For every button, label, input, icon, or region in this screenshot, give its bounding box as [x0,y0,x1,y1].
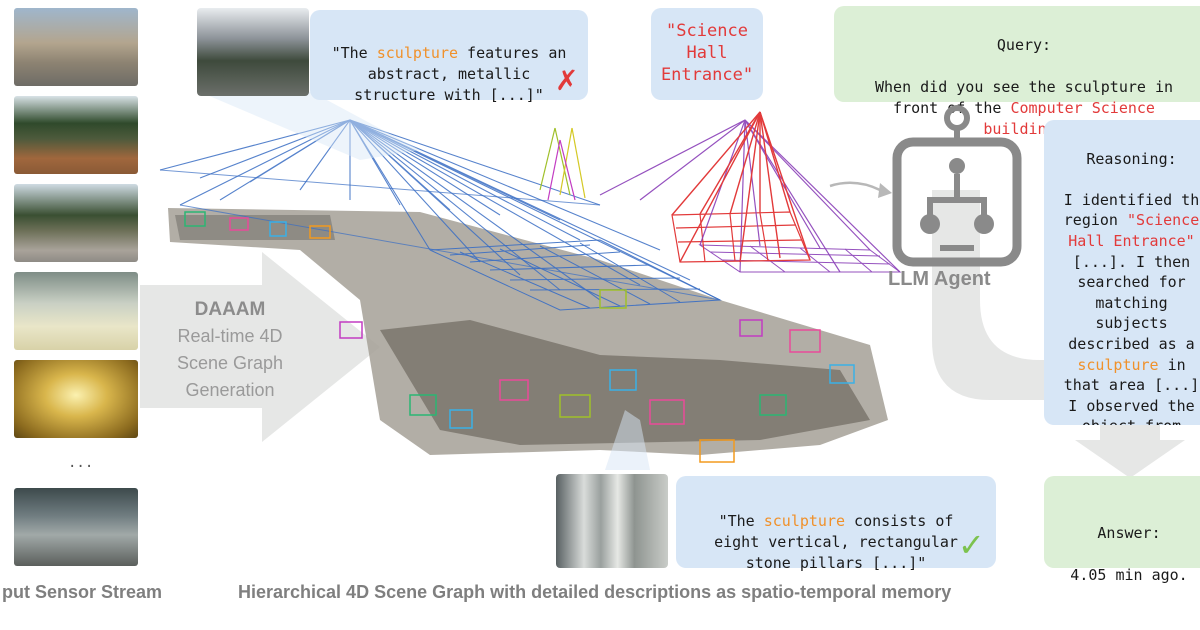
small-nodes [539,127,586,201]
object-boxes [184,211,855,463]
desc-bad-highlight: sculpture [376,44,459,62]
sculpture-photo-top [197,8,309,96]
daaam-title: DAAAM [194,299,266,320]
sensor-frame-3 [14,184,138,262]
sensor-frame-5 [14,360,138,438]
highlight-beam-bottom [605,410,650,470]
curved-arrow [829,181,881,192]
llm-agent-label: LLM Agent [888,268,991,290]
daaam-line1: Real-time 4D [177,326,283,346]
region-label-bubble: "Science Hall Entrance" [651,8,763,100]
reasoning-title: Reasoning: [1086,149,1177,168]
check-mark-icon: ✓ [958,527,985,563]
big-arrow-right-bend [932,190,1045,400]
sensor-ellipsis: ... [68,455,94,471]
desc-bad-post: features an abstract, metallic structure… [354,44,567,104]
query-pre: When did you see the sculpture in front … [874,78,1173,117]
sensor-frame-1 [14,8,138,86]
sensor-frame-6 [14,488,138,566]
blue-fan-edges [159,119,721,301]
description-bubble-good: "The sculpture consists of eight vertica… [676,476,996,572]
reasoning-sculpture-highlight: sculpture [1077,355,1159,374]
daaam-line2: Scene Graph [176,353,284,373]
reasoning-bubble: Reasoning: I identified th region "Scien… [1044,120,1200,425]
reasoning-p1: I identified th region [1063,190,1200,230]
desc-good-pre: "The [718,512,764,530]
big-arrow-left [140,252,380,442]
reasoning-region-highlight: "Science Hall Entrance" [1068,211,1200,250]
llm-agent-icon [892,105,1022,267]
desc-good-post: consists of eight vertical, rectangular … [714,512,958,572]
red-fan-edges [671,111,811,263]
daaam-line3: Generation [185,380,275,400]
desc-bad-pre: "The [331,44,377,62]
sensor-stream-caption: put Sensor Stream [2,582,163,602]
query-bubble: Query: When did you see the sculpture in… [834,6,1200,138]
reasoning-p3: in that area [...] I observed the object… [1063,355,1200,425]
down-arrow-answer [1075,420,1185,478]
sensor-frame-2 [14,96,138,174]
daaam-block: DAAAM Real-time 4D Scene Graph Generatio… [140,297,320,404]
answer-value: 4.05 min ago. [1070,566,1188,584]
reasoning-p2: [...]. I then searched for matching subj… [1068,252,1195,353]
answer-bubble: Answer: 4.05 min ago. [1044,476,1200,584]
cross-mark-icon: ✗ [555,65,579,96]
purple-region-grid [698,244,902,273]
description-bubble-bad: "The sculpture features an abstract, met… [310,10,588,104]
query-title: Query: [996,36,1052,54]
answer-title: Answer: [1097,524,1161,542]
query-highlight: Computer Science building [983,99,1155,138]
sensor-frame-4 [14,272,138,350]
desc-good-highlight: sculpture [763,512,846,530]
highlight-beam-left [200,92,420,160]
scene-graph-caption: Hierarchical 4D Scene Graph with detaile… [238,582,952,602]
sculpture-photo-bottom [556,474,668,568]
